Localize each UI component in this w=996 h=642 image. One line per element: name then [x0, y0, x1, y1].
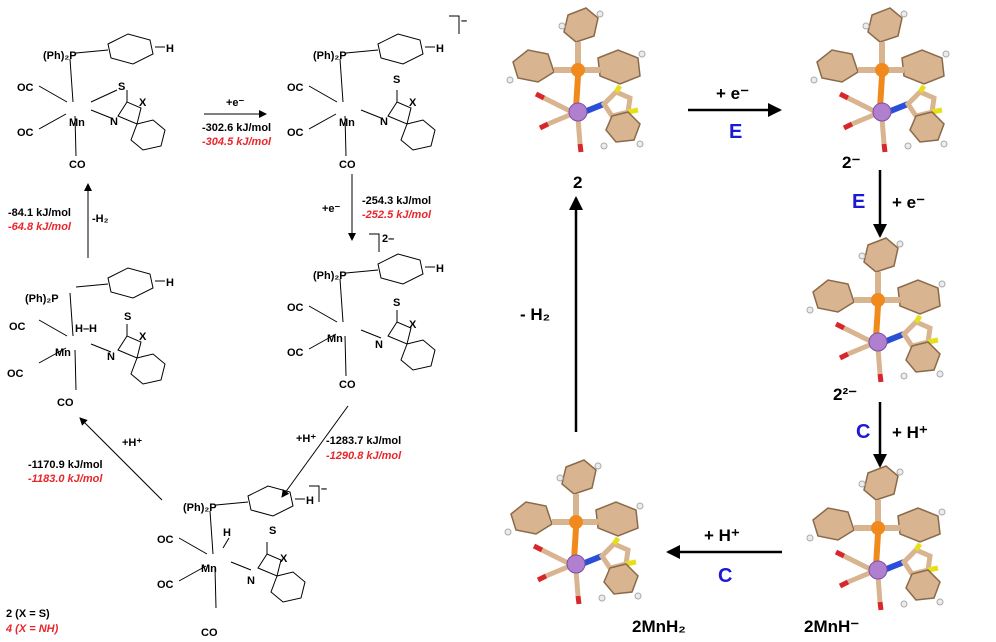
oc-label-2: OC [157, 579, 174, 591]
cycle-arrow-4-step: C [718, 565, 732, 587]
para-h-label: H [436, 43, 444, 55]
legend-line-2: 4 (X = NH) [5, 623, 59, 635]
x-label: X [409, 319, 417, 331]
mn-label: Mn [201, 563, 217, 575]
n-label: N [247, 575, 255, 587]
step2-energy-nh: -252.5 kJ/mol [362, 209, 432, 221]
cycle-arrow-1-step: E [729, 121, 742, 143]
step1-energy: -302.6 kJ/mol [202, 122, 271, 134]
oc-label-1: OC [9, 321, 26, 333]
mn-label: Mn [69, 117, 85, 129]
s-label: S [124, 311, 131, 323]
cycle-arrow-2-step: E [852, 191, 865, 213]
step3-arrow [281, 405, 349, 498]
species-2: 2 [573, 173, 582, 192]
step2-energy: -254.3 kJ/mol [362, 195, 431, 207]
step5-reagent: -H₂ [92, 213, 109, 225]
s-label: S [269, 525, 276, 537]
x-label: X [139, 331, 147, 343]
oc-label-1: OC [17, 82, 34, 94]
model-2mnh-minus [807, 466, 945, 610]
species-2mnh2: 2MnH₂ [632, 617, 686, 636]
co-label: CO [201, 627, 218, 639]
complex-neutral: (Ph)₂P H OC OC Mn CO N S X [17, 33, 174, 171]
oc-label-2: OC [287, 347, 304, 359]
step1-energy-nh: -304.5 kJ/mol [202, 136, 272, 148]
step3-reagent: +H⁺ [296, 433, 316, 445]
step4-reagent: +H⁺ [122, 437, 142, 449]
s-label: S [393, 74, 400, 86]
ph2p-label: (Ph)₂P [313, 270, 347, 282]
charge-label: – [321, 483, 327, 495]
dihydrogen-label: H–H [75, 323, 97, 335]
oc-label-2: OC [287, 127, 304, 139]
cycle-arrow-5-reagent: - H₂ [520, 305, 550, 324]
para-h-label: H [166, 43, 174, 55]
cycle-arrow-4-reagent: + H⁺ [704, 526, 740, 545]
complex-dihydrogen: (Ph)₂P H OC OC H–H Mn CO N S X [7, 267, 174, 409]
oc-label-1: OC [157, 534, 174, 546]
cycle-arrow-3-reagent: + H⁺ [892, 423, 928, 442]
step4-energy: -1170.9 kJ/mol [28, 459, 103, 471]
n-label: N [110, 116, 118, 128]
para-h-label: H [166, 277, 174, 289]
ph2p-label: (Ph)₂P [43, 50, 77, 62]
step3-energy-nh: -1290.8 kJ/mol [326, 450, 402, 462]
ph2p-label: (Ph)₂P [313, 50, 347, 62]
charge-bracket [369, 233, 380, 252]
model-2mnh2 [505, 460, 643, 604]
para-h-label: H [306, 495, 314, 507]
step2-reagent: +e⁻ [322, 203, 341, 215]
cycle-arrow-3-step: C [856, 421, 870, 443]
mn-label: Mn [339, 117, 355, 129]
complex-dianion: (Ph)₂P H OC OC Mn CO N S X 2– [287, 233, 444, 391]
step4-energy-nh: -1183.0 kJ/mol [28, 473, 103, 485]
n-label: N [380, 116, 388, 128]
charge-label: 2– [382, 233, 394, 245]
cycle-arrow-1-reagent: + e⁻ [716, 84, 749, 103]
species-2-minus: 2⁻ [842, 153, 860, 172]
oc-label-2: OC [17, 127, 34, 139]
oc-label-2: OC [7, 368, 24, 380]
step1-reagent: +e⁻ [226, 97, 245, 109]
model-2-dianion [807, 238, 945, 382]
x-label: X [139, 97, 147, 109]
charge-label: – [461, 15, 467, 27]
n-label: N [107, 351, 115, 363]
oc-label-1: OC [287, 302, 304, 314]
co-label: CO [69, 159, 86, 171]
step4-arrow [79, 417, 163, 501]
hydride-h-label: H [223, 527, 231, 539]
mn-label: Mn [55, 347, 71, 359]
x-label: X [280, 553, 288, 565]
species-2-dianion: 2²⁻ [833, 385, 857, 404]
charge-bracket [309, 485, 320, 502]
species-2mnh-minus: 2MnH⁻ [804, 617, 859, 636]
oc-label-1: OC [287, 82, 304, 94]
s-label: S [118, 81, 125, 93]
co-label: CO [57, 397, 74, 409]
legend-line-1: 2 (X = S) [6, 608, 50, 620]
mn-label: Mn [327, 333, 343, 345]
model-2-minus [811, 8, 949, 152]
model-2 [507, 8, 645, 152]
step5-energy-nh: -64.8 kJ/mol [8, 221, 72, 233]
co-label: CO [339, 379, 356, 391]
complex-monoanion: (Ph)₂P H OC OC Mn CO N S X – [287, 15, 467, 171]
complex-hydride: (Ph)₂P H OC OC H Mn CO N S X – [157, 483, 327, 639]
co-label: CO [339, 159, 356, 171]
para-h-label: H [436, 263, 444, 275]
x-label: X [409, 97, 417, 109]
cycle-arrow-2-reagent: + e⁻ [892, 193, 925, 212]
step5-energy: -84.1 kJ/mol [8, 207, 71, 219]
charge-bracket [449, 15, 460, 34]
ph2p-label: (Ph)₂P [25, 293, 59, 305]
step3-energy: -1283.7 kJ/mol [326, 435, 401, 447]
ph2p-label: (Ph)₂P [183, 502, 217, 514]
n-label: N [375, 339, 383, 351]
s-label: S [393, 297, 400, 309]
